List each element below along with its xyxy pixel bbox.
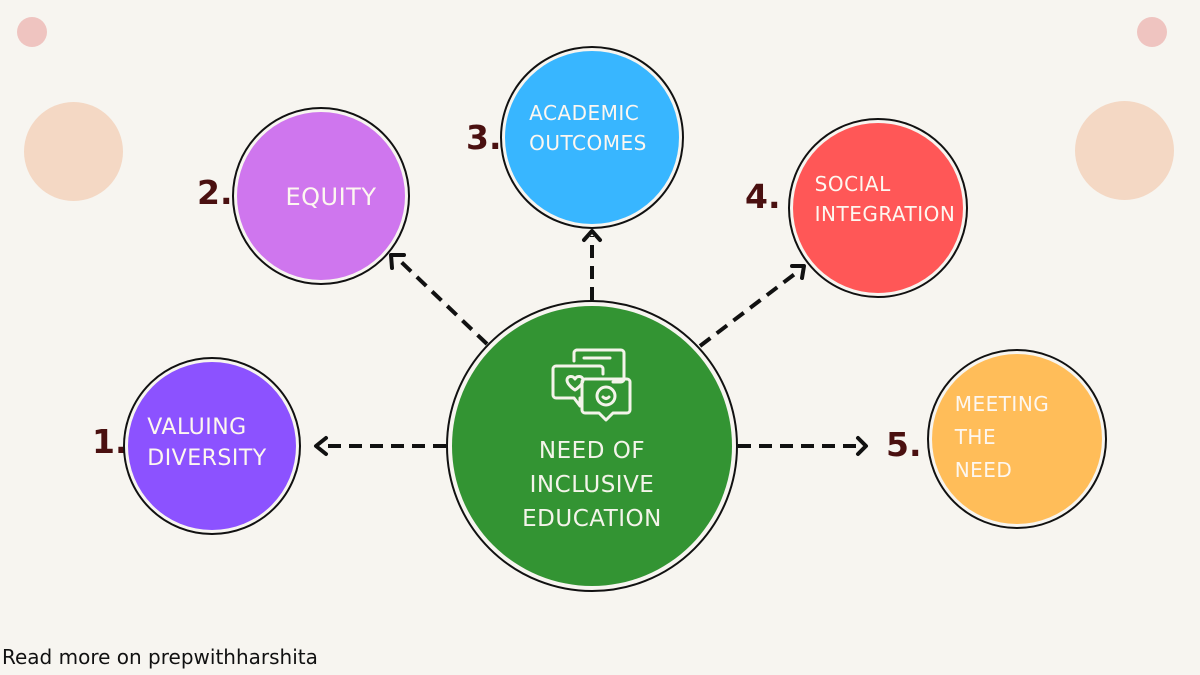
- chat-bubbles-icon: [551, 348, 632, 422]
- decor-circle-small-left: [17, 17, 47, 47]
- arrowhead-right: [856, 436, 868, 456]
- node-social-integration: SOCIAL INTEGRATION: [788, 118, 968, 298]
- node-equity: EQUITY: [232, 107, 410, 285]
- node-number-5: 5.: [886, 425, 922, 464]
- arrowhead-up: [582, 229, 602, 242]
- arrowhead-up-right: [790, 264, 806, 280]
- arrow-to-equity: [395, 256, 489, 346]
- center-line-2: INCLUSIVE: [529, 472, 655, 498]
- arrowhead-up-left: [389, 253, 406, 270]
- decor-circle-large-left: [24, 102, 123, 201]
- node-number-2: 2.: [197, 173, 233, 212]
- footer-read-more: Read more on prepwithharshita: [2, 645, 318, 669]
- node-4-line-2: INTEGRATION: [814, 202, 956, 226]
- node-number-1: 1.: [92, 422, 128, 461]
- center-line-3: EDUCATION: [522, 506, 662, 532]
- node-valuing-diversity: VALUING DIVERSITY: [123, 357, 301, 535]
- node-2-line-1: EQUITY: [285, 182, 377, 211]
- node-1-line-1: VALUING: [147, 415, 247, 440]
- node-academic-outcomes: ACADEMIC OUTCOMES: [500, 46, 684, 229]
- node-3-line-1: ACADEMIC: [529, 100, 640, 125]
- center-line-1: NEED OF: [538, 438, 646, 464]
- center-node-need-of-inclusive-education: NEED OF INCLUSIVE EDUCATION: [446, 300, 738, 592]
- node-4-line-1: SOCIAL: [814, 172, 891, 196]
- arrow-to-social-integration: [698, 268, 802, 348]
- arrowhead-left: [314, 436, 328, 456]
- node-number-4: 4.: [745, 177, 781, 216]
- decor-circle-large-right: [1075, 101, 1174, 200]
- decor-circle-small-right: [1137, 17, 1167, 47]
- node-5-line-1: MEETING: [954, 391, 1050, 416]
- node-3-line-2: OUTCOMES: [529, 130, 647, 155]
- node-5-line-2: THE: [954, 424, 997, 449]
- node-1-line-2: DIVERSITY: [147, 446, 267, 471]
- node-5-line-3: NEED: [954, 457, 1013, 482]
- node-number-3: 3.: [466, 118, 502, 157]
- node-meeting-the-need: MEETING THE NEED: [927, 349, 1107, 529]
